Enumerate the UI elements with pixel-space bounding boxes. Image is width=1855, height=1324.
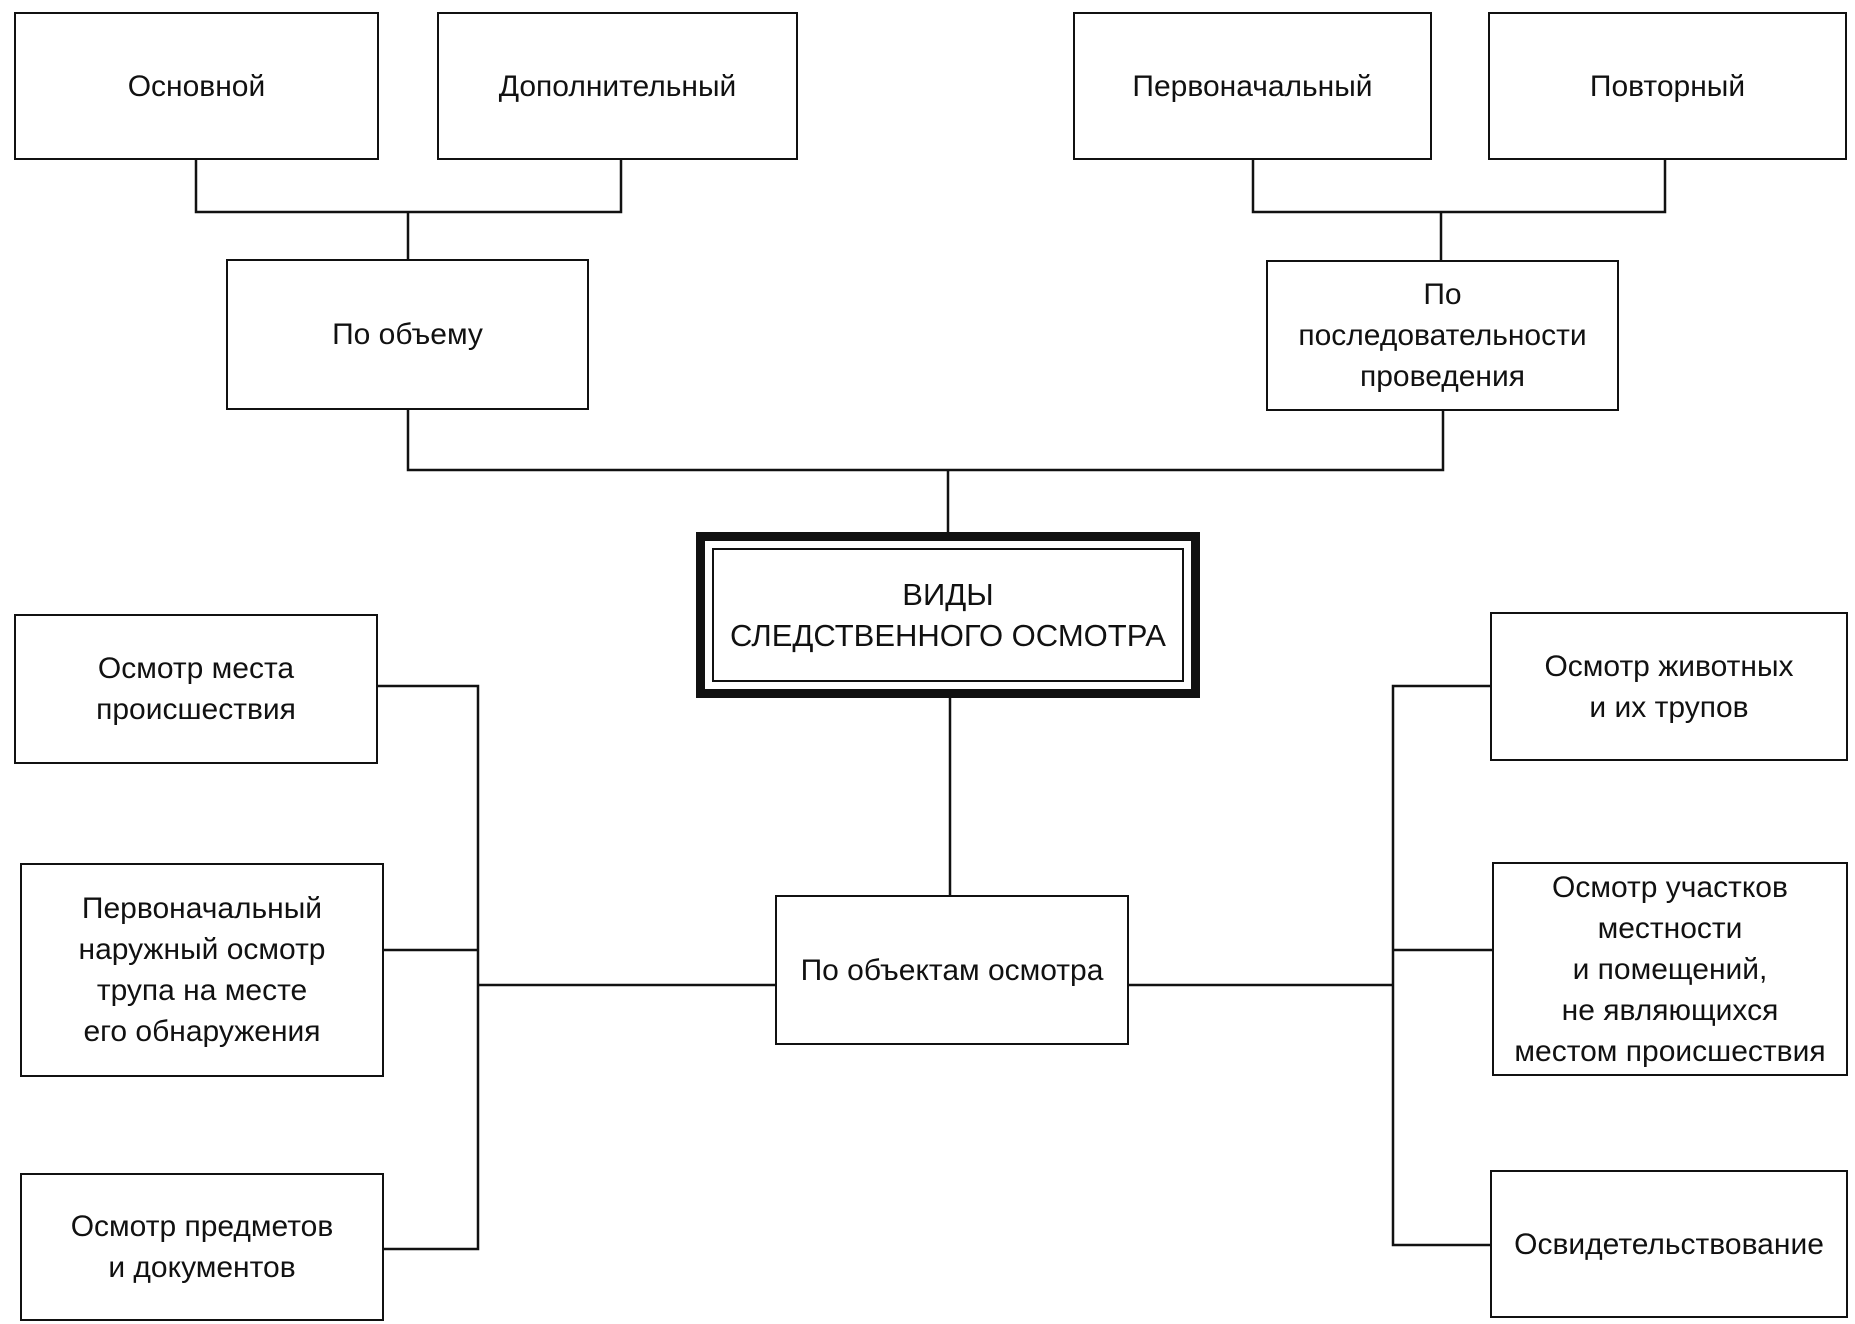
node-examination: Освидетельствование <box>1490 1170 1848 1318</box>
node-items-documents: Осмотр предметов и документов <box>20 1173 384 1321</box>
node-scene-inspection-label: Осмотр места происшествия <box>96 652 296 726</box>
node-animals-inspection-label: Осмотр животных и их трупов <box>1544 649 1794 724</box>
node-additional: Дополнительный <box>437 12 798 160</box>
node-corpse-inspection-label: Первоначальный наружный осмотр трупа на … <box>78 892 326 1048</box>
node-corpse-inspection: Первоначальный наружный осмотр трупа на … <box>20 863 384 1077</box>
node-repeat: Повторный <box>1488 12 1847 160</box>
node-by-volume-label: По объему <box>332 318 483 351</box>
node-by-objects: По объектам осмотра <box>775 895 1129 1045</box>
connector-objects-right <box>1126 684 1494 1247</box>
node-repeat-label: Повторный <box>1589 69 1746 103</box>
connector-top-to-root <box>406 408 1445 536</box>
node-initial-label: Первоначальный <box>1132 69 1373 103</box>
node-animals-inspection: Осмотр животных и их трупов <box>1490 612 1848 761</box>
connector-sequence-children <box>1251 158 1667 262</box>
node-by-volume: По объему <box>226 259 589 410</box>
node-terrain-premises: Осмотр участков местности и помещений, н… <box>1492 862 1848 1076</box>
node-root-label: ВИДЫ СЛЕДСТВЕННОГО ОСМОТРА <box>730 577 1166 653</box>
node-additional-label: Дополнительный <box>498 69 737 103</box>
node-root-inner-frame: ВИДЫ СЛЕДСТВЕННОГО ОСМОТРА <box>712 548 1184 682</box>
node-main-label: Основной <box>127 69 266 103</box>
node-examination-label: Освидетельствование <box>1514 1227 1824 1261</box>
node-by-sequence: По последовательности проведения <box>1266 260 1619 411</box>
node-items-documents-label: Осмотр предметов и документов <box>70 1210 334 1284</box>
node-terrain-premises-label: Осмотр участков местности и помещений, н… <box>1514 870 1826 1068</box>
node-root: ВИДЫ СЛЕДСТВЕННОГО ОСМОТРА <box>696 532 1200 698</box>
connector-volume-children <box>194 158 623 261</box>
connector-objects-left <box>375 684 777 1251</box>
node-by-sequence-label: По последовательности проведения <box>1298 278 1587 393</box>
node-by-objects-label: По объектам осмотра <box>800 953 1104 987</box>
node-scene-inspection: Осмотр места происшествия <box>14 614 378 764</box>
node-main: Основной <box>14 12 379 160</box>
node-initial: Первоначальный <box>1073 12 1432 160</box>
